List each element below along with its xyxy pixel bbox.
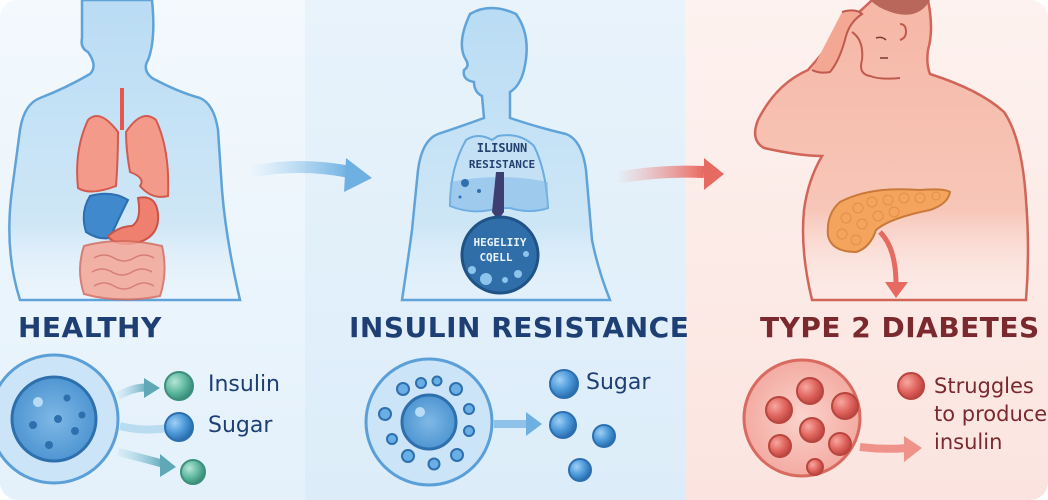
body-annotation-line1: ILISUNN xyxy=(477,141,528,155)
insulin-molecule-icon-small xyxy=(180,459,206,485)
hand-on-head xyxy=(811,9,864,74)
label-sugar-resistance: Sugar xyxy=(586,370,651,395)
body-annotation-line2: RESISTANCE xyxy=(469,158,535,171)
healthy-cell xyxy=(0,353,120,485)
pancreas-icon xyxy=(826,188,952,298)
insulin-producer-icon xyxy=(897,372,925,400)
resistance-lungs: ILISUNN RESISTANCE xyxy=(448,134,550,220)
intestines-icon xyxy=(79,240,166,301)
hair xyxy=(870,0,930,15)
diabetic-body-figure xyxy=(753,0,1030,302)
sugar-molecule-icon xyxy=(164,412,194,442)
sugar-molecule-icon xyxy=(568,458,592,482)
insulin-molecule-icon xyxy=(164,371,194,401)
label-struggles-line1: Struggles xyxy=(934,374,1034,398)
cell-annotation-line1: HEGELIIY xyxy=(474,236,527,249)
insulin-resistant-cell xyxy=(364,357,494,487)
transition-arrow-red xyxy=(614,158,724,190)
lungs-icon xyxy=(76,88,170,198)
cell-annotation-line2: CQELL xyxy=(479,251,512,264)
transition-arrow-blue xyxy=(246,158,372,192)
sugar-molecules-outside xyxy=(549,369,616,482)
stage-title-healthy: HEALTHY xyxy=(18,311,162,344)
stage-title-type2-diabetes: TYPE 2 DIABETES xyxy=(760,311,1040,344)
diabetic-cell-arrow xyxy=(859,436,922,462)
label-insulin: Insulin xyxy=(208,372,281,397)
sugar-molecule-icon xyxy=(592,424,616,448)
label-struggles-line2: to produce xyxy=(934,402,1048,426)
sugar-molecule-icon xyxy=(549,369,579,399)
resistance-inner-cell: HEGELIIY CQELL xyxy=(460,215,540,295)
sugar-molecule-icon xyxy=(549,411,577,439)
resistance-cell-arrow xyxy=(494,412,542,436)
label-struggles-line3: insulin xyxy=(934,430,1003,454)
healthy-cell-arrows xyxy=(116,378,176,477)
stage-title-insulin-resistance: INSULIN RESISTANCE xyxy=(349,311,690,344)
diabetic-cell xyxy=(742,358,862,478)
label-sugar-healthy: Sugar xyxy=(208,413,273,438)
